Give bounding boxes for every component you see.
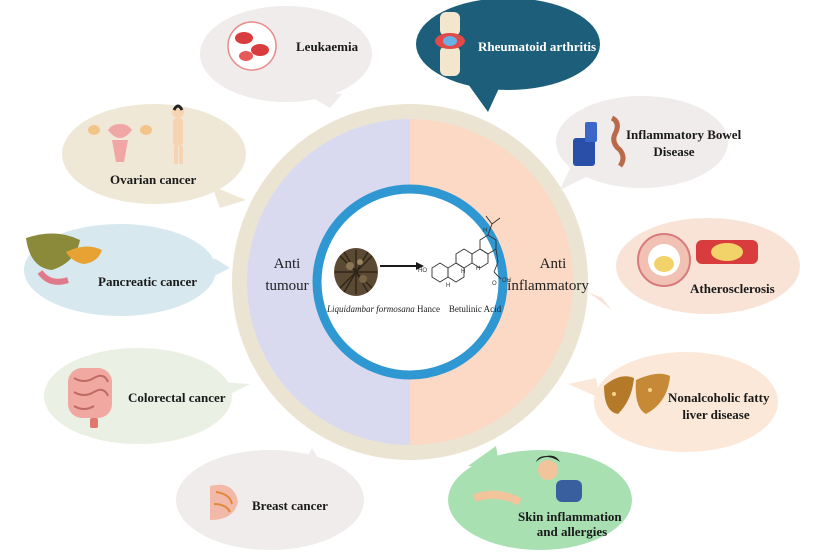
bubble-ibd: Inflammatory Bowel Disease <box>556 96 742 190</box>
label-colorectal-cancer: Colorectal cancer <box>128 390 226 405</box>
fatty-liver-icon <box>604 373 670 414</box>
compound-name: Betulinic Acid <box>449 304 502 314</box>
artery-plaque-icon <box>637 233 758 287</box>
bubble-rheumatoid-arthritis: Rheumatoid arthritis <box>416 0 600 112</box>
label-ibd-1: Inflammatory Bowel <box>626 127 742 142</box>
chem-h1: H <box>446 283 450 289</box>
anti-tumour-label-1: Anti <box>274 256 301 272</box>
label-breast-cancer: Breast cancer <box>252 498 328 513</box>
uterus-woman-icon <box>88 104 184 164</box>
bubble-colorectal-cancer: Colorectal cancer <box>44 348 250 444</box>
label-leukaemia: Leukaemia <box>296 39 359 54</box>
blue-ring <box>312 184 508 380</box>
anti-tumour-label-2: tumour <box>265 278 308 294</box>
label-atherosclerosis: Atherosclerosis <box>690 281 775 296</box>
arrow-icon <box>380 262 424 270</box>
label-skin-1: Skin inflammation <box>518 509 622 524</box>
label-ibd-2: Disease <box>653 144 694 159</box>
scratching-person-icon <box>472 455 582 506</box>
bubble-skin-inflammation: Skin inflammation and allergies <box>448 446 632 550</box>
chem-h2: H <box>461 269 465 275</box>
center-circle <box>232 104 588 460</box>
anti-inflammatory-label-2: inflammatory <box>507 278 589 294</box>
pancreas-icon <box>26 233 102 285</box>
plant-photo-icon <box>334 248 378 296</box>
label-nafld-1: Nonalcoholic fatty <box>668 390 770 405</box>
anti-inflammatory-label-1: Anti <box>540 256 567 272</box>
breast-tissue-icon <box>210 484 238 520</box>
plant-name: Liquidambar formosana Hance <box>326 304 440 314</box>
bubble-leukaemia: Leukaemia <box>200 6 372 108</box>
bubble-nafld: Nonalcoholic fatty liver disease <box>568 352 778 452</box>
intestine-icon <box>68 368 112 428</box>
knee-joint-icon <box>435 12 465 76</box>
label-pancreatic-cancer: Pancreatic cancer <box>98 274 197 289</box>
red-blood-cells-icon <box>227 21 277 71</box>
label-nafld-2: liver disease <box>682 407 750 422</box>
toilet-intestine-icon <box>573 115 626 168</box>
label-ovarian-cancer: Ovarian cancer <box>110 172 197 187</box>
bubble-pancreatic-cancer: Pancreatic cancer <box>24 224 230 316</box>
label-skin-2: and allergies <box>537 524 607 539</box>
label-rheumatoid-arthritis: Rheumatoid arthritis <box>478 39 596 54</box>
bubble-atherosclerosis: Atherosclerosis <box>588 218 800 314</box>
chem-o: O <box>492 281 497 287</box>
chem-ho: HO <box>418 268 427 274</box>
chem-oh: OH <box>502 278 511 284</box>
chem-h3: H <box>476 266 480 272</box>
bubble-ovarian-cancer: Ovarian cancer <box>62 104 246 208</box>
bubble-breast-cancer: Breast cancer <box>176 448 364 550</box>
chem-h4: H <box>483 228 487 234</box>
molecule-structure-icon <box>431 215 502 283</box>
